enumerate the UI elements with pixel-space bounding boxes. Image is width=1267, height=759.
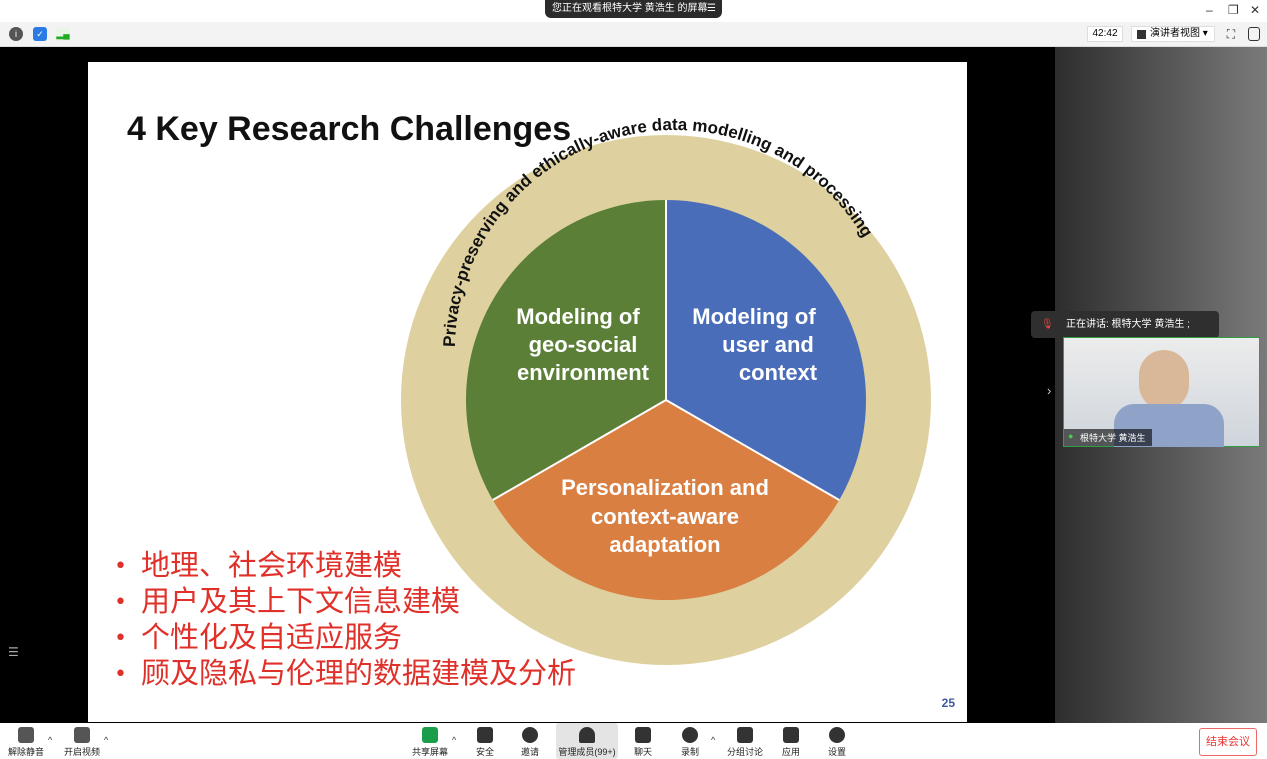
manage-members-button[interactable]: 管理成员(99+) <box>556 723 618 759</box>
label: 聊天 <box>633 747 652 757</box>
segment-user-context <box>666 200 866 500</box>
share-screen-button[interactable]: 共享屏幕 <box>410 723 450 759</box>
segment-label-line: Modeling of <box>692 304 816 329</box>
slide: 4 Key Research Challenges Privacy-preser… <box>88 62 967 722</box>
shared-screen: 4 Key Research Challenges Privacy-preser… <box>0 47 1055 723</box>
label: 分组讨论 <box>726 747 763 757</box>
segment-label-line: Modeling of <box>516 304 640 329</box>
chat-icon <box>635 727 651 743</box>
label: 设置 <box>827 747 846 757</box>
signal-icon[interactable]: ▂▄ <box>56 27 70 41</box>
shield-icon <box>477 727 493 743</box>
share-status-pill[interactable]: 您正在观看根特大学 黄浩生 的屏幕☰ <box>545 0 722 18</box>
panel-toggle-icon[interactable] <box>1248 27 1260 41</box>
end-meeting-button[interactable]: 结束会议 <box>1199 728 1257 756</box>
label: 邀请 <box>520 747 539 757</box>
close-button[interactable]: ✕ <box>1250 3 1261 17</box>
muted-mic-icon: 🎙 <box>1041 319 1054 330</box>
invite-icon <box>522 727 538 743</box>
segment-label-line: context <box>739 360 818 385</box>
participant-video[interactable]: ● 根特大学 黄浩生 <box>1063 337 1260 447</box>
segment-label-line: Personalization and <box>561 475 769 500</box>
page-number: 25 <box>941 696 955 710</box>
record-button[interactable]: 录制 <box>675 723 705 759</box>
invite-button[interactable]: 邀请 <box>515 723 545 759</box>
bullet-item: 个性化及自适应服务 <box>114 620 576 656</box>
unmute-button[interactable]: 解除静音 <box>6 723 46 759</box>
chat-button[interactable]: 聊天 <box>628 723 658 759</box>
bullet-item: 顾及隐私与伦理的数据建模及分析 <box>114 656 576 692</box>
meeting-timer: 42:42 <box>1087 26 1123 42</box>
label: 安全 <box>475 747 494 757</box>
segment-label-line: user and <box>722 332 814 357</box>
share-status-label: 您正在观看根特大学 黄浩生 的屏幕 <box>552 3 708 14</box>
title-bar: 您正在观看根特大学 黄浩生 的屏幕☰ – ❐ ✕ <box>0 0 1267 22</box>
segment-label-line: geo-social <box>529 332 638 357</box>
segment-label-line: context-aware <box>591 504 739 529</box>
chevron-up-icon[interactable]: ^ <box>48 735 53 745</box>
person-icon <box>579 727 595 743</box>
security-button[interactable]: 安全 <box>470 723 500 759</box>
video-name-tag: ● 根特大学 黄浩生 <box>1064 429 1152 446</box>
list-icon[interactable]: ☰ <box>8 645 19 659</box>
video-off-icon <box>74 727 90 743</box>
apps-icon <box>783 727 799 743</box>
chevron-right-icon[interactable]: › <box>1047 383 1052 398</box>
apps-button[interactable]: 应用 <box>776 723 806 759</box>
label: 录制 <box>680 747 699 757</box>
mic-icon: ● <box>1068 431 1074 441</box>
speaker-label: 正在讲话: 根特大学 黄浩生 ; <box>1066 319 1190 330</box>
segment-geo-social <box>466 200 666 500</box>
segment-label-line: environment <box>517 360 650 385</box>
shield-icon[interactable]: ✓ <box>33 27 47 41</box>
gear-icon <box>829 727 845 743</box>
challenges-diagram: Privacy-preserving and ethically-aware d… <box>401 115 931 665</box>
active-speaker-bar: 🎙 正在讲话: 根特大学 黄浩生 ; <box>1031 311 1219 338</box>
record-icon <box>682 727 698 743</box>
breakout-button[interactable]: 分组讨论 <box>725 723 765 759</box>
slide-title: 4 Key Research Challenges <box>127 110 572 148</box>
settings-button[interactable]: 设置 <box>822 723 852 759</box>
view-mode-button[interactable]: 演讲者视图 ▾ <box>1131 26 1215 42</box>
restore-button[interactable]: ❐ <box>1228 3 1239 17</box>
bullet-item: 用户及其上下文信息建模 <box>114 584 576 620</box>
video-name: 根特大学 黄浩生 <box>1080 433 1146 443</box>
label: 管理成员(99+) <box>558 747 616 757</box>
breakout-icon <box>737 727 753 743</box>
label: 共享屏幕 <box>411 747 448 757</box>
mic-muted-icon <box>18 727 34 743</box>
meeting-toolbar: 解除静音 ^ 开启视频 ^ 共享屏幕 ^ 安全 邀请 管理成员(99+) 聊天 … <box>0 723 1267 759</box>
chevron-up-icon[interactable]: ^ <box>104 735 109 745</box>
menu-icon[interactable]: ☰ <box>707 3 716 14</box>
minimize-button[interactable]: – <box>1206 3 1213 17</box>
segment-label-line: adaptation <box>609 532 720 557</box>
label: 解除静音 <box>7 747 44 757</box>
person-head <box>1139 350 1189 410</box>
chevron-up-icon[interactable]: ^ <box>711 735 716 745</box>
label: 应用 <box>781 747 800 757</box>
bullet-item: 地理、社会环境建模 <box>114 548 576 584</box>
label: 开启视频 <box>63 747 100 757</box>
chinese-bullets: 地理、社会环境建模 用户及其上下文信息建模 个性化及自适应服务 顾及隐私与伦理的… <box>114 548 576 692</box>
fullscreen-icon[interactable]: ⛶ <box>1226 27 1236 41</box>
start-video-button[interactable]: 开启视频 <box>62 723 102 759</box>
info-bar: i ✓ ▂▄ 42:42 演讲者视图 ▾ ⛶ <box>0 22 1267 47</box>
chevron-up-icon[interactable]: ^ <box>452 735 457 745</box>
info-icon[interactable]: i <box>9 27 23 41</box>
segment-personalization <box>492 400 840 600</box>
share-screen-icon <box>422 727 438 743</box>
